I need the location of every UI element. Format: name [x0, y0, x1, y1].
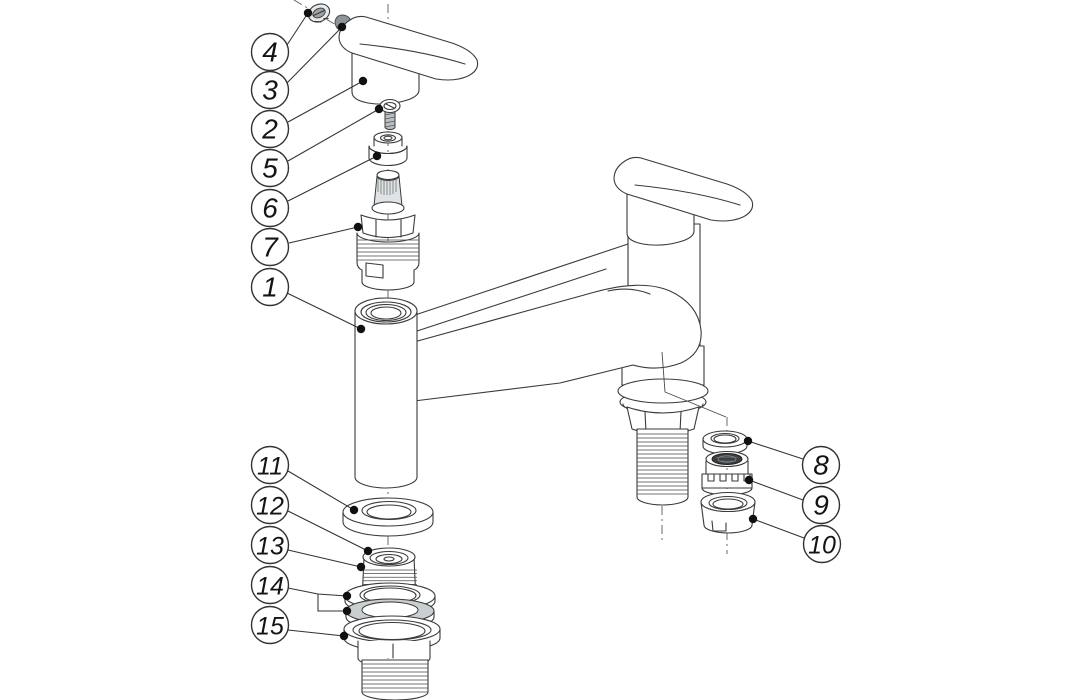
leader-dot: [303, 8, 313, 18]
callout-number: 11: [257, 453, 283, 481]
callout-bubble: [250, 605, 290, 645]
outlet-washer: [702, 430, 748, 455]
leader-line: [752, 518, 805, 539]
leader-line: [748, 479, 804, 501]
leader-line: [287, 108, 380, 162]
leader-line: [286, 26, 343, 84]
aerator-mesh: [711, 453, 743, 465]
callout-number: 7: [262, 232, 279, 263]
callout-bubble: [802, 524, 842, 564]
leader-line: [287, 510, 369, 552]
callout-bubble: [250, 267, 290, 307]
leader-line: [287, 80, 364, 123]
callout-bubble: [250, 148, 290, 188]
base-washer: [342, 497, 434, 537]
leader-dot: [358, 76, 368, 86]
leader-dot: [356, 562, 366, 572]
callout-number: 9: [813, 490, 829, 521]
callout-14: 14: [250, 565, 352, 616]
callout-5: 5: [250, 104, 384, 188]
tap-body-spout: [413, 284, 702, 402]
callout-number: 3: [262, 75, 278, 106]
tap-body-left-pillar: [354, 297, 418, 489]
leader-line: [288, 226, 359, 244]
callout-10: 10: [748, 514, 842, 564]
leader-dot: [337, 22, 347, 32]
handle-lever: [338, 15, 479, 81]
leader-dot: [748, 514, 758, 524]
leader-dot: [356, 324, 366, 334]
callout-4: 4: [250, 8, 313, 72]
leader-line: [287, 470, 355, 511]
callout-number: 12: [256, 493, 284, 521]
leader-dot: [363, 546, 373, 556]
handle-screw: [307, 3, 331, 23]
callout-3: 3: [250, 22, 347, 110]
callout-bubble: [250, 445, 290, 485]
leader-dot: [342, 606, 352, 616]
callout-bubble: [250, 188, 290, 228]
callout-bubble: [250, 32, 290, 72]
callout-number: 13: [256, 533, 284, 561]
callout-bubble: [250, 109, 290, 149]
leader-dot: [342, 591, 352, 601]
callout-number: 6: [262, 193, 278, 224]
leader-dot: [743, 436, 753, 446]
callout-bubble: [250, 70, 290, 110]
lever-handle-exploded: [338, 15, 479, 105]
callout-15: 15: [250, 605, 349, 645]
callout-number: 4: [262, 37, 278, 68]
leader-dot: [353, 222, 363, 232]
callout-11: 11: [250, 445, 359, 515]
callout-bubble: [250, 565, 290, 605]
callout-bubble: [250, 525, 290, 565]
threaded-shank: [636, 428, 689, 506]
callout-bubble: [250, 227, 290, 267]
callout-number: 5: [262, 153, 278, 184]
callout-7: 7: [250, 222, 363, 267]
aerator-nut: [700, 491, 756, 534]
callout-number: 14: [256, 573, 284, 601]
leader-line: [287, 155, 378, 202]
callout-8: 8: [743, 436, 841, 485]
callout-12: 12: [250, 485, 373, 556]
connector-seal: [369, 550, 409, 566]
ceramic-cartridge: [356, 169, 420, 291]
handle-lever: [613, 156, 754, 222]
callout-bubble: [801, 485, 841, 525]
right-pillar-flange-and-shank: [617, 378, 709, 506]
leader-line: [286, 292, 362, 330]
callout-number: 8: [813, 450, 829, 481]
callout-number: 15: [256, 613, 284, 641]
leader-line: [287, 629, 345, 637]
callout-bubble: [250, 485, 290, 525]
leader-dot: [372, 151, 382, 161]
leader-dot: [744, 475, 754, 485]
leader-dot: [349, 505, 359, 515]
leader-line: [317, 594, 347, 612]
aerator-insert: [701, 450, 753, 496]
callout-9: 9: [744, 475, 841, 525]
callout-bubble: [801, 445, 841, 485]
spline-knurl: [377, 172, 397, 195]
leader-dot: [374, 104, 384, 114]
spline-bush: [368, 131, 408, 167]
callout-number: 1: [262, 272, 278, 303]
callout-13: 13: [250, 525, 366, 572]
lever-handle-right: [613, 156, 754, 246]
leader-dot: [339, 631, 349, 641]
leader-line: [287, 549, 362, 568]
leader-line: [747, 440, 804, 460]
backnut-shank: [343, 615, 441, 700]
cartridge-screw: [379, 98, 401, 130]
cartridge-body: [356, 232, 420, 291]
callout-number: 10: [808, 532, 836, 560]
leader-line: [286, 12, 309, 46]
callout-1: 1: [250, 267, 366, 334]
callout-6: 6: [250, 151, 382, 228]
callout-2: 2: [250, 76, 368, 149]
callout-number: 2: [261, 114, 278, 145]
